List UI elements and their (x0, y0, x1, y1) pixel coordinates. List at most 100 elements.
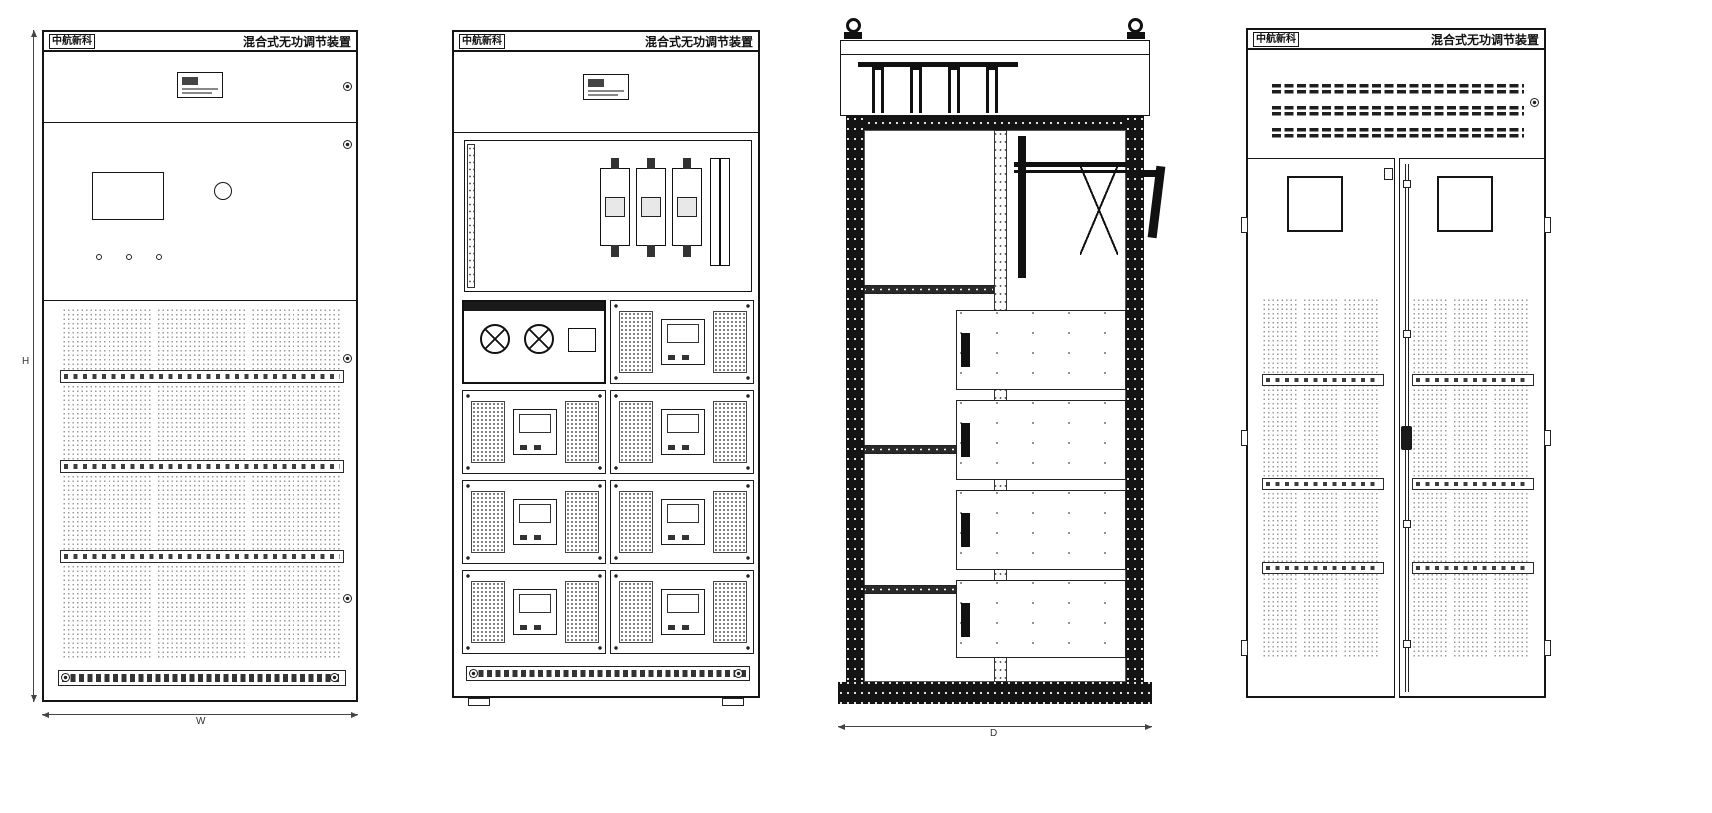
internal-header-bar: 中航新科 混合式无功调节装置 (454, 32, 758, 52)
vent-strip (1262, 374, 1384, 386)
vent-strip (60, 370, 344, 383)
vent-strip (1412, 478, 1534, 490)
nameplate (583, 74, 629, 100)
module-display (661, 589, 705, 635)
control-fan-unit (462, 300, 606, 384)
door-hinge (1544, 640, 1551, 656)
door-handle (1401, 426, 1412, 450)
door-hinge (1241, 430, 1248, 446)
front-view-cabinet: 中航新科 混合式无功调节装置 (42, 30, 358, 702)
power-module (462, 570, 606, 654)
unit-display (568, 328, 596, 352)
module-vent-panel (713, 401, 747, 463)
circuit-breaker (600, 168, 630, 257)
module-display (513, 409, 557, 455)
module-vent-panel (565, 491, 599, 553)
perforated-door-panel (62, 308, 342, 660)
busbar (948, 67, 960, 113)
power-module (610, 480, 754, 564)
door-hinge (1241, 640, 1248, 656)
breaker-terminal (611, 245, 619, 257)
shelf-rail (864, 285, 994, 294)
front-header-bar: 中航新科 混合式无功调节装置 (44, 32, 356, 52)
lock-rod-guide (1403, 180, 1411, 188)
cross-brace (1080, 165, 1118, 255)
roof-plate-line (840, 54, 1150, 55)
control-knob (214, 182, 232, 200)
module-display (661, 409, 705, 455)
dimension-line-width (42, 711, 358, 718)
dimension-depth-label: D (990, 728, 998, 739)
internal-view-cabinet: 中航新科 混合式无功调节装置 (452, 30, 760, 698)
module-display (661, 319, 705, 365)
busbar (910, 67, 922, 113)
dimension-line-height (30, 30, 37, 702)
power-module (462, 480, 606, 564)
module-vent-panel (619, 401, 653, 463)
brand-logo: 中航新科 (49, 33, 95, 49)
vent-strip (1262, 478, 1384, 490)
base-frame-beam (838, 682, 1152, 704)
device-title: 混合式无功调节装置 (1430, 32, 1539, 47)
cabinet-foot (468, 698, 490, 706)
door-hinge (1544, 217, 1551, 233)
indicator-led (126, 254, 132, 260)
module-vent-panel (713, 491, 747, 553)
power-module (610, 390, 754, 474)
busbar (872, 67, 884, 113)
lifting-eye-icon (846, 18, 861, 33)
hinge-icon (343, 82, 352, 91)
right-frame-post (1126, 116, 1144, 682)
hmi-screen (92, 172, 164, 220)
eye-base-plate (1127, 32, 1145, 39)
dimension-height-label: H (22, 356, 30, 367)
nameplate (177, 72, 223, 98)
panel-divider-line (44, 122, 356, 123)
top-frame-beam (846, 116, 1144, 130)
door-center-divider (1394, 158, 1400, 698)
bottom-vent-grille (466, 666, 750, 681)
side-section-view (838, 18, 1166, 718)
device-title: 混合式无功调节装置 (242, 34, 351, 49)
indicator-led (96, 254, 102, 260)
dimension-width-label: W (196, 716, 206, 727)
hinge-icon (343, 140, 352, 149)
panel-divider-line (454, 132, 758, 133)
vent-strip (1262, 562, 1384, 574)
bottom-vent-grille (58, 670, 346, 686)
handle-link (1138, 170, 1156, 177)
lock-rod-guide (1403, 520, 1411, 528)
module-vent-panel (619, 581, 653, 643)
power-module (610, 570, 754, 654)
rear-window-right (1437, 176, 1493, 232)
eye-base-plate (844, 32, 862, 39)
mechanism-bar (1014, 170, 1126, 173)
module-vent-panel (619, 491, 653, 553)
left-frame-post (846, 116, 864, 682)
module-side-view (956, 490, 1126, 570)
rear-view-cabinet: 中航新科 混合式无功调节装置 (1241, 28, 1551, 698)
foot-bolt-icon (61, 673, 70, 682)
module-vent-panel (471, 491, 505, 553)
rear-header-bar: 中航新科 混合式无功调节装置 (1248, 30, 1544, 50)
module-vent-panel (471, 581, 505, 643)
module-vent-panel (565, 581, 599, 643)
device-title: 混合式无功调节装置 (644, 34, 753, 49)
module-connector (961, 513, 970, 547)
module-side-view (956, 580, 1126, 658)
hinge-icon (1530, 98, 1539, 107)
power-module (610, 300, 754, 384)
brand-logo: 中航新科 (1253, 31, 1299, 47)
module-connector (961, 423, 970, 457)
vent-strip (1412, 374, 1534, 386)
breaker-terminal (647, 245, 655, 257)
switch-mechanism-plate (1018, 136, 1026, 278)
circuit-breaker (636, 168, 666, 257)
module-display (661, 499, 705, 545)
fan-icon (524, 324, 554, 354)
module-side-view (956, 310, 1126, 390)
foot-bolt-icon (734, 669, 743, 678)
foot-bolt-icon (469, 669, 478, 678)
louver-vent-row (1272, 82, 1524, 94)
